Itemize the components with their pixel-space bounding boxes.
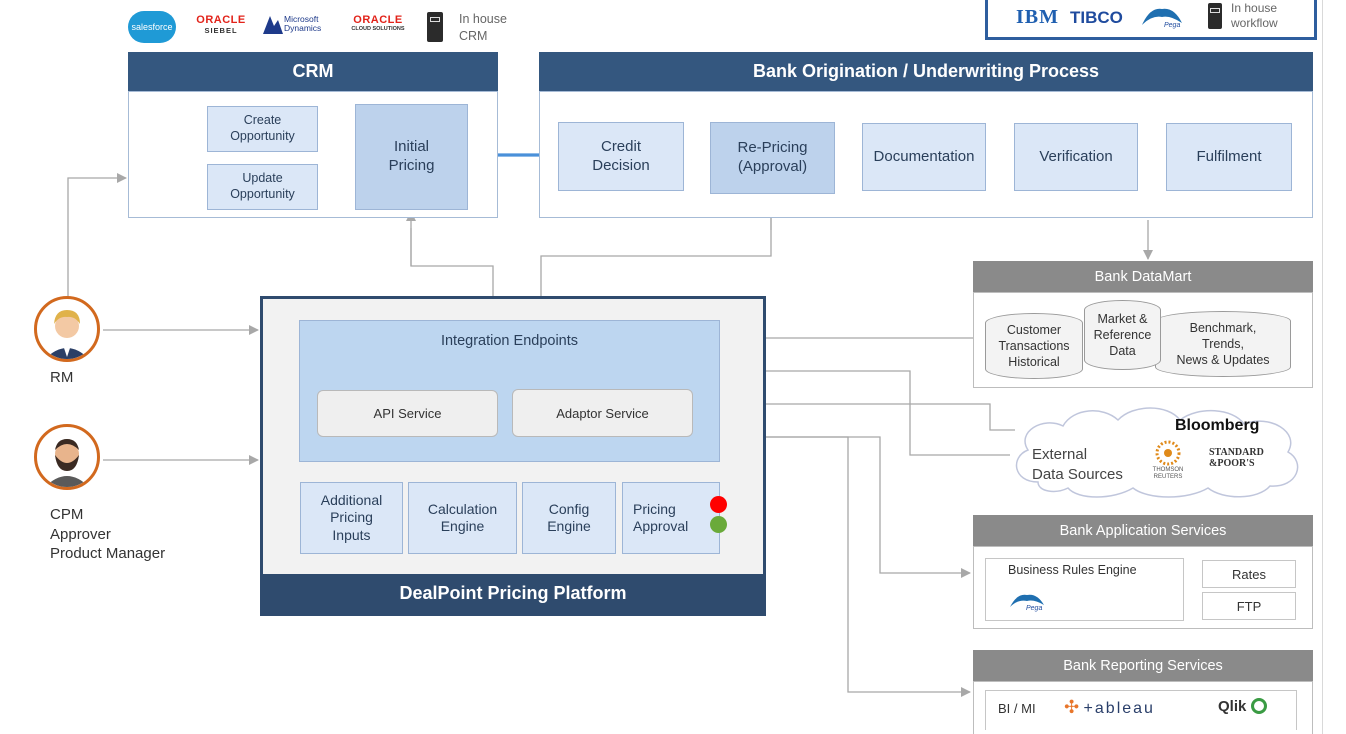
benchmark-db: Benchmark,Trends,News & Updates [1155,311,1291,377]
api-service: API Service [317,390,498,437]
reporting-header: Bank Reporting Services [973,650,1313,681]
person-icon [45,439,89,487]
inhouse-workflow-label: In house workflow [1231,1,1278,30]
pega-icon [1142,8,1182,25]
business-rules-engine: Business Rules Engine Pega [985,558,1184,621]
pega-icon [1010,594,1044,607]
datamart-header: Bank DataMart [973,261,1313,292]
rm-avatar [34,296,100,362]
reporting-tools: BI / MI ✣ +ableau Qlik [985,690,1297,730]
origination-header: Bank Origination / Underwriting Process [539,52,1313,91]
documentation: Documentation [862,123,986,191]
dynamics-icon [263,16,283,34]
external-data-cloud [1015,407,1299,498]
fulfilment: Fulfilment [1166,123,1292,191]
status-green-light [710,516,727,533]
rates-box: Rates [1202,560,1296,588]
pega-logo: Pega [1140,5,1184,31]
ibm-logo: IBM [1016,6,1059,28]
qlik-icon [1250,698,1267,714]
workflow-vendor-box: IBM TIBCO Pega In house workflow [985,0,1317,40]
salesforce-logo: salesforce [128,11,176,43]
app-services-header: Bank Application Services [973,515,1313,546]
verification: Verification [1014,123,1138,191]
reuters-icon [1155,440,1181,466]
adaptor-service: Adaptor Service [512,389,693,437]
server-icon [427,12,443,42]
person-icon [45,310,89,359]
cpm-avatar [34,424,100,490]
tibco-logo: TIBCO [1070,8,1123,27]
ftp-box: FTP [1202,592,1296,620]
platform-title: DealPoint Pricing Platform [263,574,763,613]
server-icon [1208,3,1222,29]
tableau-icon: ✣ [1064,697,1080,717]
rm-label: RM [50,369,74,386]
oracle-siebel-logo: ORACLE SIEBEL [196,14,246,35]
qlik-logo: Qlik [1218,698,1267,716]
thomson-reuters-logo: THOMSON REUTERS [1148,440,1188,486]
cpm-label: CPM Approver Product Manager [50,506,166,562]
external-data-label: External Data Sources [1032,446,1123,483]
bloomberg-logo: Bloomberg [1175,417,1260,434]
repricing-approval: Re-Pricing(Approval) [710,122,835,194]
status-red-light [710,496,727,513]
microsoft-dynamics-logo: Microsoft Dynamics [263,14,329,36]
page-divider [1322,0,1323,734]
tableau-logo: ✣ +ableau [1064,697,1155,717]
oracle-cloud-logo: ORACLE CLOUD SOLUTIONS [351,14,405,32]
standard-poors-logo: STANDARD &POOR'S [1209,447,1264,469]
crm-header: CRM [128,52,498,91]
inhouse-crm-label: In house CRM [459,12,507,43]
